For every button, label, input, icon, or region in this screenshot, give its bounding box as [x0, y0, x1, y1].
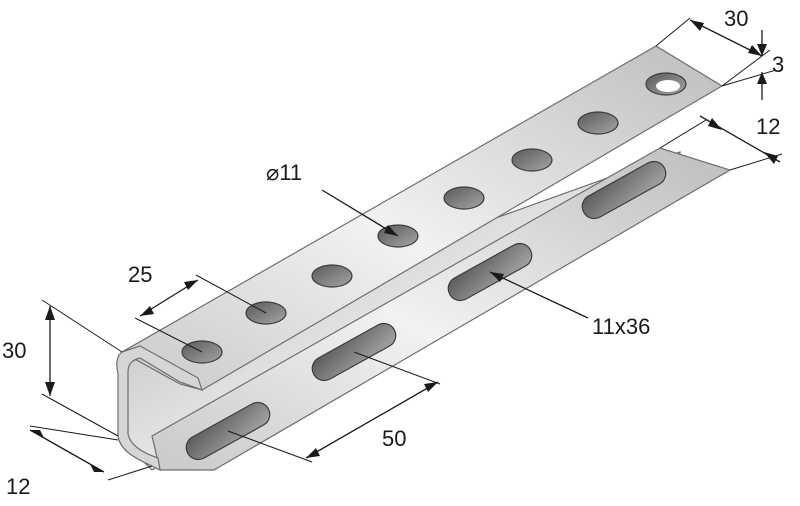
label-height: 30 — [2, 338, 26, 363]
hole-highlight — [656, 80, 680, 92]
label-bottom-flange: 12 — [6, 474, 30, 499]
label-hole-diameter: ⌀11 — [266, 160, 302, 185]
dimension-labels: 30 3 12 ⌀11 25 30 11x36 50 12 — [2, 6, 784, 499]
label-slot-size: 11x36 — [592, 314, 650, 339]
label-hole-pitch: 25 — [128, 262, 152, 287]
label-thickness: 3 — [772, 52, 784, 77]
label-top-width: 30 — [724, 6, 748, 31]
channel-body — [116, 45, 732, 472]
hole — [577, 111, 619, 135]
hole — [511, 148, 553, 172]
slot — [581, 160, 667, 220]
dimensions — [29, 17, 783, 481]
label-slot-pitch: 50 — [382, 426, 406, 451]
hole — [443, 186, 485, 210]
hole — [311, 264, 353, 288]
label-flange-width: 12 — [756, 114, 780, 139]
profile-edge — [116, 345, 203, 472]
